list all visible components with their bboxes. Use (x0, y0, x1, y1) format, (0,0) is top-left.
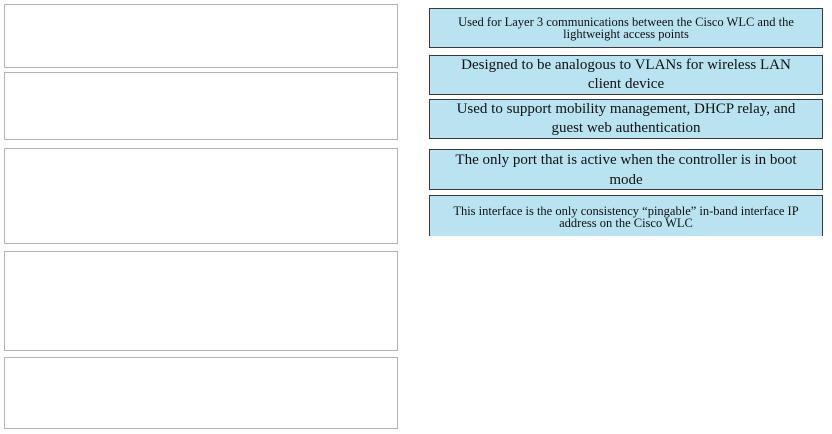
drop-zone-5[interactable] (4, 357, 398, 429)
draggable-option-boot-mode-port[interactable]: The only port that is active when the co… (429, 149, 823, 190)
draggable-option-analogous-to-vlans[interactable]: Designed to be analogous to VLANs for wi… (429, 55, 823, 95)
option-text: Designed to be analogous to VLANs for wi… (461, 57, 791, 92)
drop-zone-1[interactable] (4, 4, 398, 68)
option-text: Used to support mobility management, DHC… (456, 101, 796, 136)
draggable-option-layer3-communications[interactable]: Used for Layer 3 communications between … (429, 8, 823, 48)
draggable-option-mobility-management[interactable]: Used to support mobility management, DHC… (429, 99, 823, 139)
drop-zone-4[interactable] (4, 251, 398, 351)
option-text: Used for Layer 3 communications between … (458, 15, 794, 41)
option-text: This interface is the only consistency “… (453, 204, 799, 230)
drop-zone-2[interactable] (4, 72, 398, 140)
draggable-option-pingable-interface[interactable]: This interface is the only consistency “… (429, 195, 823, 236)
option-text: The only port that is active when the co… (455, 151, 797, 188)
drop-zone-3[interactable] (4, 148, 398, 244)
